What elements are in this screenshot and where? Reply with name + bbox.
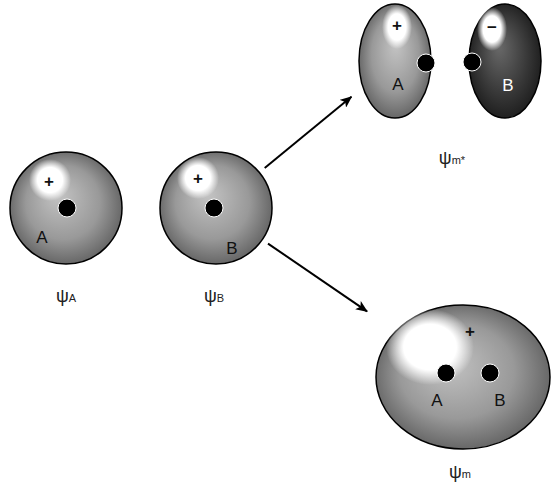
- orbital-lobe: +A: [358, 3, 432, 119]
- orbital-lobe: +BψB: [159, 151, 273, 265]
- orbital-label: ψA: [56, 287, 76, 305]
- phase-sign: −: [487, 19, 497, 36]
- nucleus-dot: [437, 364, 455, 382]
- atom-label: A: [392, 76, 403, 93]
- orbital-lobe: +ABψm: [375, 304, 551, 450]
- reaction-arrow: [268, 244, 367, 312]
- atom-label: B: [226, 240, 237, 257]
- nucleus-dot: [58, 199, 76, 217]
- atom-label: A: [431, 392, 442, 409]
- phase-highlight: [29, 159, 71, 201]
- orbital-label: ψB: [204, 287, 224, 305]
- phase-sign: +: [392, 17, 402, 34]
- phase-highlight: [477, 7, 507, 51]
- lobe-outline: [160, 152, 272, 264]
- lobe-outline: [10, 152, 122, 264]
- reaction-arrow: [265, 97, 352, 168]
- lobe-shape: [9, 151, 123, 265]
- nucleus-dot: [205, 199, 223, 217]
- phase-highlight: [177, 157, 219, 199]
- nucleus-dot: [481, 364, 499, 382]
- lobe-shape: [468, 3, 542, 119]
- orbital-lobe: −B: [468, 3, 542, 119]
- lobe-shape: [159, 151, 273, 265]
- atom-label: A: [36, 229, 47, 246]
- nucleus-dot: [417, 54, 435, 72]
- lobe-shape: [375, 304, 551, 450]
- atom-label: B: [494, 392, 505, 409]
- phase-highlight: [386, 309, 474, 385]
- orbital-lobe: +AψA: [9, 151, 123, 265]
- phase-sign: +: [193, 170, 203, 187]
- lobe-outline: [376, 305, 550, 449]
- nucleus-dot: [463, 53, 481, 71]
- atom-label: B: [502, 77, 513, 94]
- orbital-label: ψm*: [439, 149, 465, 167]
- phase-sign: +: [465, 323, 475, 340]
- orbital-label: ψm: [449, 463, 471, 481]
- phase-sign: +: [44, 173, 54, 190]
- phase-highlight: [382, 5, 412, 49]
